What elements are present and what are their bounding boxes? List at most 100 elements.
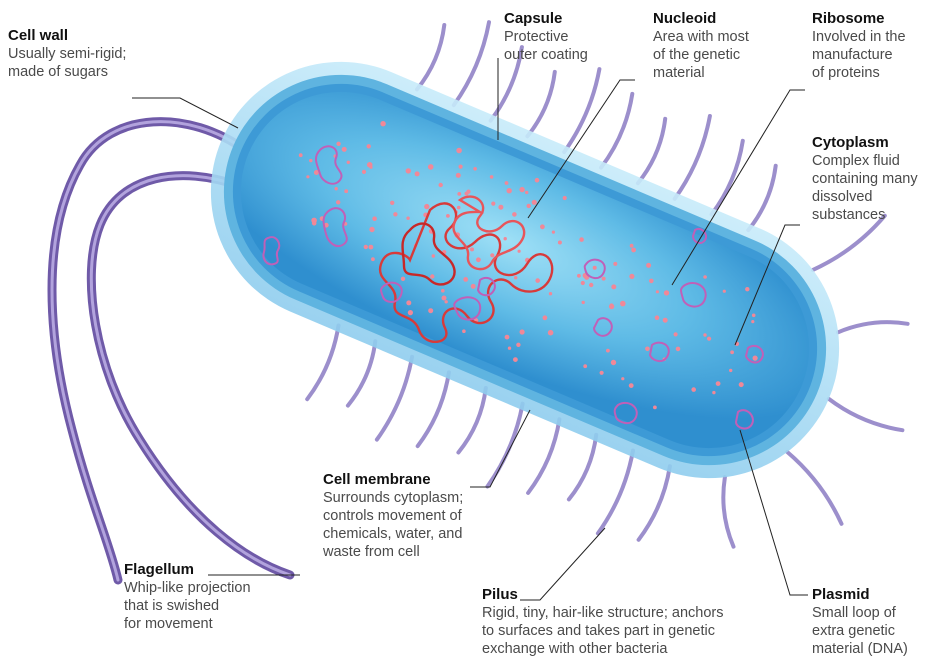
ribosome-dot-17 (525, 191, 528, 194)
cell-membrane-title: Cell membrane (323, 471, 463, 489)
ribosome-dot-116 (299, 153, 303, 157)
ribosome-dot-10 (428, 164, 434, 170)
label-capsule: Capsule Protective outer coating (504, 10, 588, 64)
ribosome-dot-50 (611, 360, 616, 365)
ribosome-dot-95 (535, 178, 540, 183)
ribosome-dot-81 (549, 292, 552, 295)
pilus-7 (527, 72, 554, 136)
pilus-23 (829, 399, 903, 430)
ribosome-dot-90 (582, 301, 585, 304)
ribosome-dot-69 (491, 202, 495, 206)
ribosome-dot-1 (514, 276, 517, 279)
pilus-1 (417, 25, 444, 89)
ribosome-dot-135 (306, 175, 309, 178)
ribosome-dot-142 (446, 214, 450, 218)
ribosome-dot-2 (390, 201, 394, 205)
ribosome-dot-52 (703, 333, 706, 336)
label-cell-wall: Cell wall Usually semi-rigid; made of su… (8, 27, 126, 81)
ribosome-dot-133 (372, 216, 377, 221)
ribosome-dot-48 (620, 301, 626, 307)
ribosome-dot-130 (445, 300, 448, 303)
ribosome-dot-107 (401, 277, 405, 281)
ribosome-dot-83 (535, 278, 540, 283)
ribosome-dot-141 (629, 274, 634, 279)
pilus-22 (838, 322, 908, 332)
ribosome-dot-85 (428, 308, 433, 313)
ribosome-title: Ribosome (812, 10, 906, 28)
ribosome-dot-140 (752, 314, 756, 318)
ribosome-dot-70 (621, 377, 624, 380)
ribosome-dot-113 (498, 205, 503, 210)
ribosome-dot-102 (393, 212, 397, 216)
ribosome-dot-129 (369, 245, 374, 250)
ribosome-dot-79 (311, 218, 317, 224)
ribosome-dot-104 (473, 167, 477, 171)
ribosome-dot-124 (676, 347, 681, 352)
ribosome-dot-62 (664, 290, 669, 295)
ribosome-dot-64 (362, 170, 366, 174)
ribosome-dot-58 (367, 144, 371, 148)
ribosome-dot-3 (577, 274, 581, 278)
ribosome-dot-123 (441, 289, 445, 293)
ribosome-dot-53 (611, 284, 616, 289)
ribosome-dot-29 (751, 320, 754, 323)
ribosome-dot-42 (613, 262, 617, 266)
ribosome-dot-16 (630, 244, 634, 248)
ribosome-dot-19 (490, 253, 494, 257)
ribosome-dot-97 (691, 387, 696, 392)
ribosome-dot-103 (508, 347, 511, 350)
ribosome-dot-136 (543, 315, 548, 320)
capsule-description: Protective outer coating (504, 28, 588, 64)
ribosome-dot-21 (415, 171, 420, 176)
pilus-15 (675, 116, 710, 199)
pilus-18 (598, 451, 633, 534)
plasmid-description: Small loop of extra genetic material (DN… (812, 604, 908, 658)
flagellum-description: Whip-like projection that is swished for… (124, 579, 251, 633)
label-flagellum: Flagellum Whip-like projection that is s… (124, 561, 251, 633)
ribosome-dot-54 (674, 332, 678, 336)
ribosome-dot-94 (610, 303, 613, 306)
ribosome-dot-88 (457, 192, 461, 196)
ribosome-dot-55 (712, 391, 715, 394)
ribosome-dot-23 (645, 347, 650, 352)
pilus-6 (377, 357, 412, 440)
pilus-description: Rigid, tiny, hair-like structure; anchor… (482, 604, 724, 658)
pilus-13 (638, 119, 665, 183)
capsule-title: Capsule (504, 10, 588, 28)
cytoplasm-description: Complex fluid containing many dissolved … (812, 152, 918, 224)
ribosome-dot-40 (663, 318, 668, 323)
label-plasmid: Plasmid Small loop of extra genetic mate… (812, 586, 908, 658)
ribosome-dot-89 (408, 310, 413, 315)
label-pilus: Pilus Rigid, tiny, hair-like structure; … (482, 586, 724, 658)
ribosome-dot-68 (655, 315, 660, 320)
ribosome-dot-65 (729, 369, 732, 372)
ribosome-dot-125 (432, 254, 435, 257)
pilus-25 (723, 477, 733, 547)
ribosome-dot-87 (519, 187, 524, 192)
ribosome-dot-72 (364, 245, 368, 249)
pilus-10 (458, 388, 485, 453)
ribosome-dot-86 (753, 356, 758, 361)
ribosome-dot-14 (730, 350, 734, 354)
ribosome-dot-32 (723, 290, 726, 293)
ribosome-dot-44 (581, 281, 585, 285)
pilus-3 (454, 22, 489, 105)
ribosome-dot-22 (342, 147, 347, 152)
ribosome-dot-137 (716, 381, 721, 386)
pilus-8 (418, 372, 449, 446)
ribosome-dot-74 (505, 181, 509, 185)
pilus-9 (564, 69, 599, 152)
pilus-16 (569, 435, 596, 500)
cytoplasm-title: Cytoplasm (812, 134, 918, 152)
ribosome-dot-41 (406, 300, 411, 305)
ribosome-dot-28 (532, 200, 537, 205)
ribosome-dot-84 (490, 175, 494, 179)
ribosome-dot-105 (347, 161, 350, 164)
ribosome-dot-99 (602, 277, 606, 281)
pilus-12 (487, 404, 522, 487)
ribosome-dot-134 (336, 142, 340, 146)
ribosome-dot-36 (465, 192, 469, 196)
ribosome-dot-46 (507, 188, 512, 193)
ribosome-dot-132 (367, 162, 373, 168)
ribosome-dot-38 (309, 159, 312, 162)
